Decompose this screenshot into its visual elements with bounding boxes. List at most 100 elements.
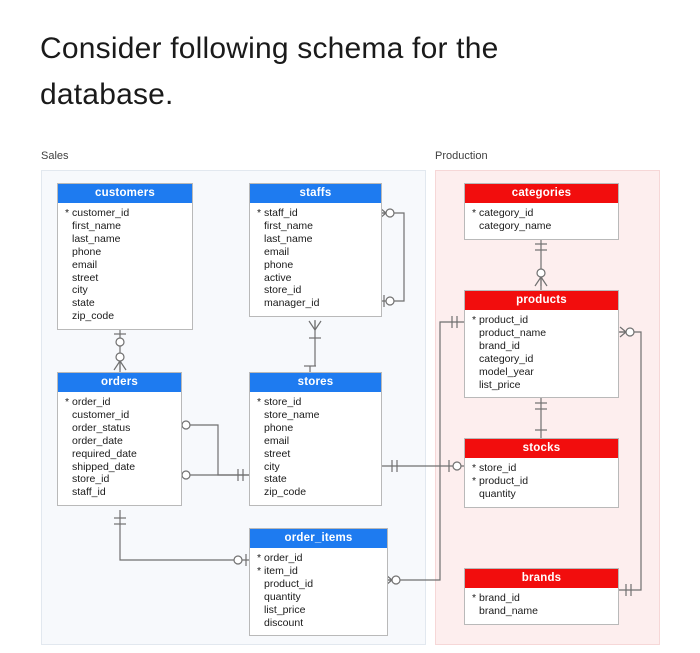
attribute-name: quantity [264, 590, 301, 603]
page-title: Consider following schema for the databa… [40, 32, 499, 111]
entity-title-staffs: staffs [250, 184, 381, 203]
entity-attribute: store_id [250, 284, 381, 297]
entity-attribute: *store_id [465, 462, 618, 475]
rel-orders-orderitems [119, 510, 249, 561]
attribute-name: store_id [72, 473, 110, 486]
entity-attribute: phone [250, 259, 381, 272]
attribute-name: phone [72, 245, 102, 258]
attribute-name: first_name [264, 219, 314, 232]
entity-attribute: phone [58, 246, 192, 259]
attribute-name: email [72, 258, 98, 271]
attribute-name: product_id [264, 577, 314, 590]
attribute-name: order_id [72, 396, 111, 408]
entity-attribute: state [58, 297, 192, 310]
entity-attribute: email [250, 246, 381, 259]
entity-attribute: product_name [465, 327, 618, 340]
attribute-name: customer_id [72, 408, 130, 421]
primary-key-marker: * [257, 564, 262, 577]
entity-attribute: email [250, 435, 381, 448]
entity-attribute: first_name [250, 220, 381, 233]
entity-attribute: required_date [58, 448, 181, 461]
attribute-name: store_id [264, 396, 302, 408]
entity-title-stocks: stocks [465, 439, 618, 458]
entity-attribute: phone [250, 422, 381, 435]
entity-attribute: store_name [250, 409, 381, 422]
attribute-name: state [72, 297, 95, 310]
entity-attribute: category_id [465, 353, 618, 366]
attribute-name: list_price [264, 603, 306, 616]
attribute-name: brand_name [479, 604, 538, 617]
attribute-name: category_id [479, 352, 534, 365]
entity-attribute: active [250, 272, 381, 285]
entity-attribute: street [58, 272, 192, 285]
entity-attribute: brand_name [465, 605, 618, 618]
attribute-name: customer_id [72, 207, 130, 219]
entity-title-products: products [465, 291, 618, 310]
entity-attribute: *order_id [58, 396, 181, 409]
entity-title-order-items: order_items [250, 529, 387, 548]
attribute-name: last_name [264, 232, 313, 245]
attribute-name: street [72, 271, 99, 284]
entity-attribute: last_name [250, 233, 381, 246]
attribute-name: brand_id [479, 339, 520, 352]
entity-attribute: email [58, 259, 192, 272]
attribute-name: required_date [72, 447, 137, 460]
entity-attribute: shipped_date [58, 461, 181, 474]
attribute-name: city [264, 460, 280, 473]
attribute-name: phone [264, 258, 294, 271]
attribute-name: last_name [72, 232, 121, 245]
attribute-name: first_name [72, 219, 122, 232]
primary-key-marker: * [472, 207, 477, 219]
entity-attribute: list_price [250, 604, 387, 617]
attribute-name: active [264, 271, 292, 284]
entity-title-brands: brands [465, 569, 618, 588]
attribute-name: model_year [479, 365, 534, 378]
attribute-name: list_price [479, 378, 521, 391]
entity-attribute: quantity [465, 488, 618, 501]
section-label-sales: Sales [41, 150, 69, 162]
entity-attribute: model_year [465, 366, 618, 379]
entity-title-stores: stores [250, 373, 381, 392]
entity-attribute: brand_id [465, 340, 618, 353]
entity-attribute: customer_id [58, 409, 181, 422]
attribute-name: store_id [264, 284, 302, 297]
entity-title-orders: orders [58, 373, 181, 392]
entity-attribute: city [58, 284, 192, 297]
entity-attribute: *product_id [465, 314, 618, 327]
attribute-name: store_name [264, 408, 320, 421]
entity-attribute: quantity [250, 591, 387, 604]
attribute-name: shipped_date [72, 460, 136, 473]
primary-key-marker: * [257, 552, 262, 564]
entity-attribute: *item_id [250, 565, 387, 578]
rel-staffs-staffs [382, 212, 405, 302]
primary-key-marker: * [472, 462, 477, 474]
primary-key-marker: * [257, 207, 262, 219]
attribute-name: phone [264, 421, 294, 434]
primary-key-marker: * [472, 592, 477, 604]
rel-orders-stores [182, 424, 249, 476]
attribute-name: city [72, 284, 88, 297]
attribute-name: item_id [264, 564, 298, 577]
entity-attribute: street [250, 448, 381, 461]
entity-attribute: order_status [58, 422, 181, 435]
attribute-name: category_id [479, 207, 534, 219]
attribute-name: email [264, 434, 290, 447]
attribute-name: order_status [72, 421, 131, 434]
entity-attribute: store_id [58, 473, 181, 486]
entity-attribute: city [250, 461, 381, 474]
